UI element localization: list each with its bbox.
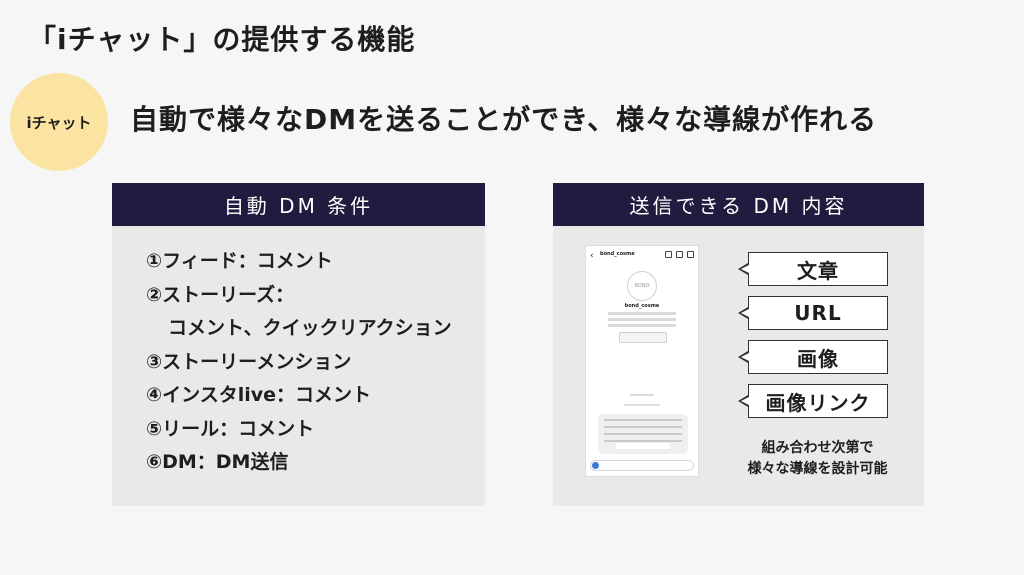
content-label-image: 画像 [738, 340, 888, 374]
phone-screenshot: ‹ bond_cosme BOND bond_cosme [585, 245, 699, 477]
caption-line-2: 様々な導線を設計可能 [747, 461, 888, 477]
combination-caption: 組み合わせ次第で 様々な導線を設計可能 [715, 438, 920, 480]
profile-detail-lines [608, 312, 676, 330]
info-icon [687, 251, 694, 258]
content-label-text: 文章 [738, 252, 888, 286]
content-label-url: URL [738, 296, 888, 330]
slide-title: 「iチャット」の提供する機能 [28, 23, 416, 56]
content-label-image-link: 画像リンク [738, 384, 888, 418]
phone-username: bond_cosme [624, 303, 660, 309]
back-arrow-icon: ‹ [590, 251, 594, 261]
list-item: ③ストーリーメンション [146, 350, 352, 373]
video-icon [665, 251, 672, 258]
camera-icon [592, 462, 599, 469]
auto-dm-conditions-header: 自動 DM 条件 [112, 183, 485, 226]
headline: 自動で様々なDMを送ることができ、様々な導線が作れる [130, 103, 878, 136]
list-item: ⑤リール：コメント [146, 417, 315, 440]
timestamp-line [630, 394, 654, 396]
phone-account-name: bond_cosme [600, 251, 635, 257]
list-item: コメント、クイックリアクション [168, 317, 452, 339]
phone-topbar: ‹ bond_cosme [590, 251, 694, 263]
flag-icon [676, 251, 683, 258]
seen-line [624, 404, 660, 406]
profile-logo: BOND [627, 271, 657, 301]
condition-list: ①フィード：コメント ②ストーリーズ： コメント、クイックリアクション ③ストー… [146, 245, 452, 480]
bubble-link-button [616, 443, 670, 449]
list-item: ④インスタlive：コメント [146, 384, 372, 406]
auto-dm-conditions-panel: 自動 DM 条件 ①フィード：コメント ②ストーリーズ： コメント、クイックリア… [112, 183, 485, 506]
phone-action-icons [665, 251, 694, 258]
ichat-badge: iチャット [10, 73, 108, 171]
message-input [590, 460, 694, 471]
view-profile-button [619, 332, 667, 343]
dm-content-header: 送信できる DM 内容 [553, 183, 924, 226]
message-bubble [598, 414, 688, 454]
list-item: ⑥DM：DM送信 [146, 451, 289, 473]
caption-line-1: 組み合わせ次第で [761, 440, 874, 456]
list-item: ②ストーリーズ： [146, 283, 295, 306]
list-item: ①フィード：コメント [146, 250, 333, 272]
